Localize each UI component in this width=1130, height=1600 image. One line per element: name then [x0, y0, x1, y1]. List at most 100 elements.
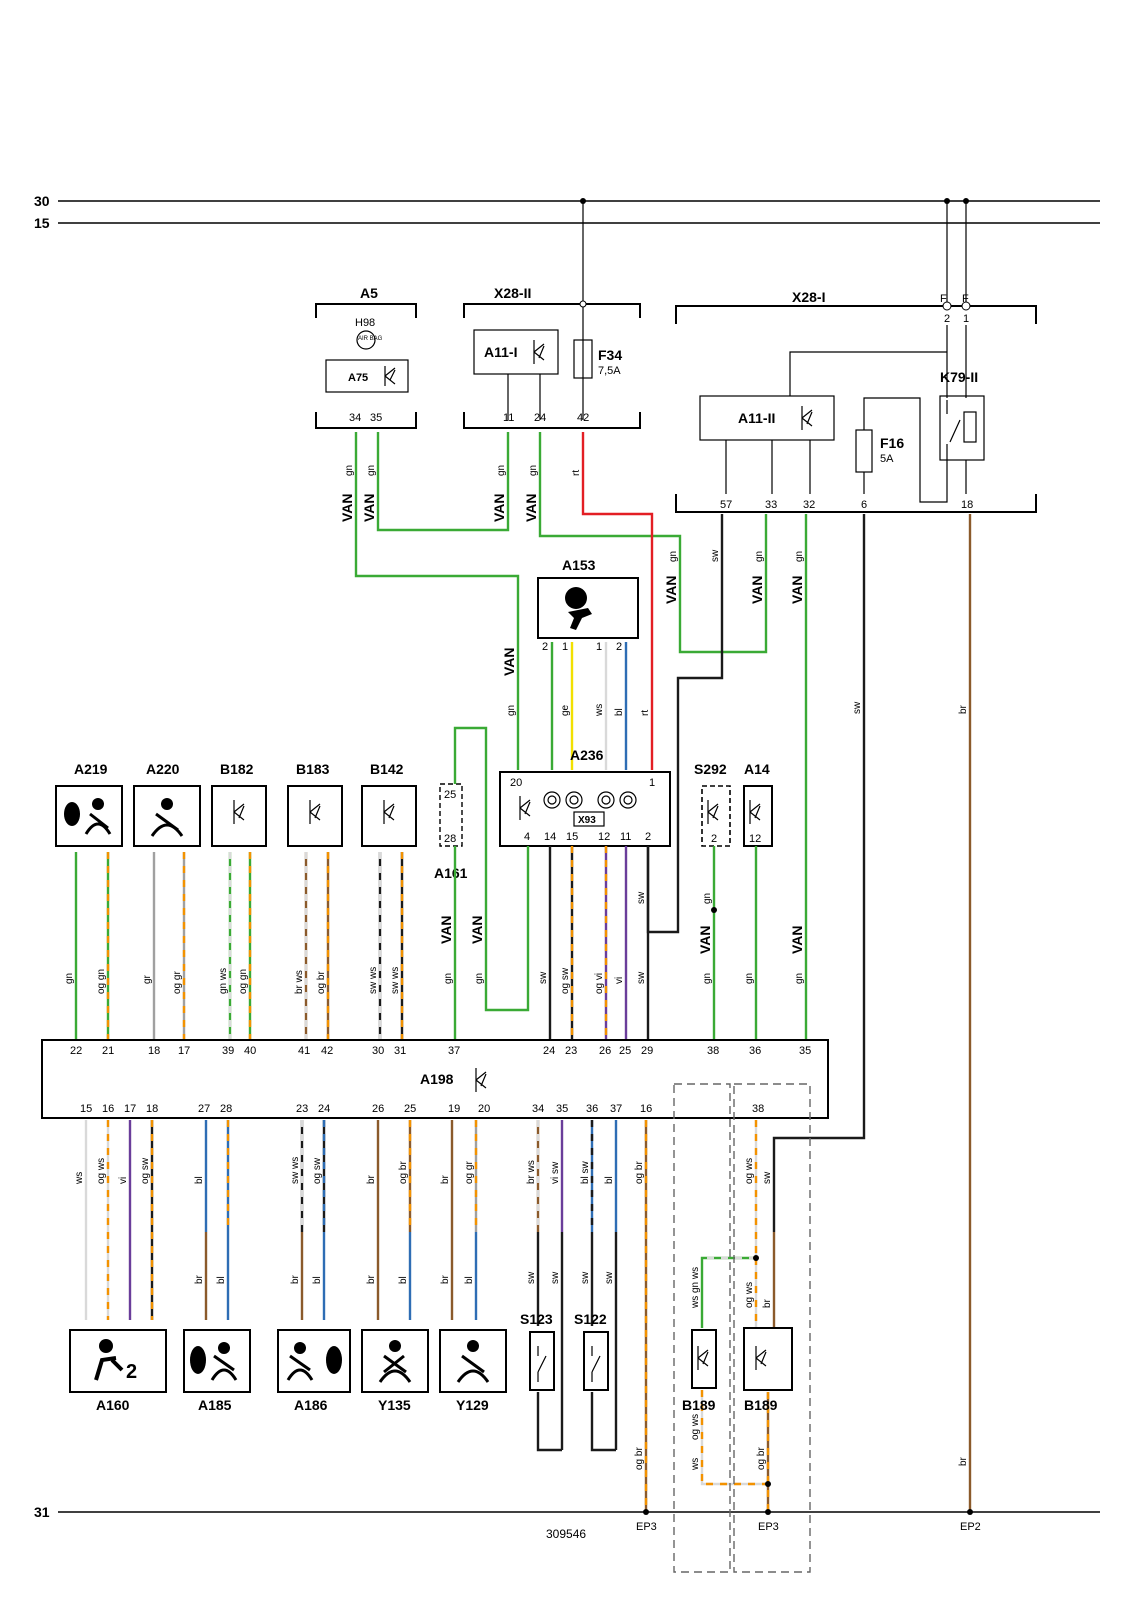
svg-text:26: 26	[599, 1045, 611, 1057]
a236-pin-4: 4	[524, 831, 530, 843]
svg-text:17: 17	[178, 1045, 190, 1057]
a153-label: A153	[562, 557, 596, 573]
svg-text:38: 38	[707, 1045, 719, 1057]
seatbelt-airbag-icon	[64, 798, 112, 835]
a153-pin-2b: 2	[616, 641, 622, 653]
svg-text:30: 30	[372, 1045, 384, 1057]
x28-i-pin-33: 33	[765, 499, 777, 511]
svg-text:sw: sw	[710, 549, 721, 562]
svg-text:18: 18	[148, 1045, 160, 1057]
svg-text:38: 38	[752, 1103, 764, 1115]
k79-ii-label: K79-II	[940, 369, 978, 385]
h98-label: H98	[355, 317, 375, 329]
b182-label: B182	[220, 761, 254, 777]
svg-text:VAN: VAN	[789, 925, 805, 954]
svg-text:gn ws: gn ws	[218, 968, 229, 994]
svg-text:og sw: og sw	[312, 1157, 323, 1184]
s292-pin-2: 2	[711, 833, 717, 845]
svg-text:br: br	[762, 1298, 773, 1308]
svg-text:21: 21	[102, 1045, 114, 1057]
a153-pin-1a: 1	[562, 641, 568, 653]
b189-a-label: B189	[682, 1397, 716, 1413]
a220-label: A220	[146, 761, 180, 777]
a153-pin-2a: 2	[542, 641, 548, 653]
svg-text:rt: rt	[640, 710, 651, 716]
f16-rating: 5A	[880, 453, 894, 465]
svg-text:gn: gn	[702, 893, 713, 904]
svg-text:31: 31	[394, 1045, 406, 1057]
x28-i-f-a: F	[940, 293, 947, 305]
belt-tensioner-2-icon	[456, 1340, 490, 1383]
ground-ep3-a: EP3	[636, 1521, 657, 1533]
lower-components: 2 A160 A185 A186 Y135 Y129 S123	[69, 1083, 811, 1573]
svg-text:sw: sw	[852, 701, 863, 714]
svg-text:gn: gn	[668, 551, 679, 562]
x28-ii-label: X28-II	[494, 285, 531, 301]
svg-text:37: 37	[448, 1045, 460, 1057]
rail-30-label: 30	[34, 193, 50, 209]
svg-text:VAN: VAN	[523, 493, 539, 522]
svg-text:27: 27	[198, 1103, 210, 1115]
component-a161: 25 28 A161	[434, 726, 530, 1040]
svg-text:VAN: VAN	[361, 493, 377, 522]
svg-text:vi: vi	[118, 1177, 129, 1184]
svg-text:40: 40	[244, 1045, 256, 1057]
svg-text:29: 29	[641, 1045, 653, 1057]
f16-label: F16	[880, 435, 904, 451]
ground-points: EP3 EP3 EP2 309546	[546, 1509, 981, 1541]
svg-text:og ws: og ws	[690, 1414, 701, 1440]
f34-label: F34	[598, 347, 622, 363]
svg-text:sw: sw	[762, 1171, 773, 1184]
x28-i-label: X28-I	[792, 289, 825, 305]
svg-text:og br: og br	[756, 1447, 767, 1470]
svg-text:og ws: og ws	[744, 1158, 755, 1184]
x28-i-pin-1: 1	[963, 313, 969, 325]
svg-text:35: 35	[556, 1103, 568, 1115]
svg-text:br: br	[290, 1274, 301, 1284]
a11-ii-label: A11-II	[738, 410, 775, 426]
a160-label: A160	[96, 1397, 130, 1413]
svg-text:23: 23	[296, 1103, 308, 1115]
mid-wiring	[74, 846, 758, 1040]
airbag-icon	[565, 587, 592, 630]
svg-text:VAN: VAN	[491, 493, 507, 522]
svg-text:bl: bl	[194, 1176, 205, 1184]
svg-text:23: 23	[565, 1045, 577, 1057]
sensor-b182-icon	[233, 800, 245, 824]
svg-text:VAN: VAN	[438, 915, 454, 944]
svg-text:gn: gn	[344, 465, 355, 476]
switch-s122-icon	[591, 1346, 601, 1382]
sensor-b183-icon	[309, 800, 321, 824]
a236-pin-12: 12	[598, 831, 610, 843]
sensor-a14-icon	[749, 800, 761, 824]
svg-text:og gr: og gr	[172, 971, 183, 994]
a186-label: A186	[294, 1397, 328, 1413]
s123-label: S123	[520, 1311, 553, 1327]
svg-text:34: 34	[532, 1103, 544, 1115]
svg-text:36: 36	[586, 1103, 598, 1115]
svg-text:vi sw: vi sw	[550, 1161, 561, 1184]
svg-text:vi: vi	[614, 977, 625, 984]
side-airbag-icon	[190, 1342, 238, 1381]
power-rails: 30 15 31	[34, 193, 1100, 1520]
a153-pin-1b: 1	[596, 641, 602, 653]
svg-text:br ws: br ws	[294, 970, 305, 994]
svg-text:16: 16	[102, 1103, 114, 1115]
svg-text:24: 24	[318, 1103, 330, 1115]
svg-text:36: 36	[749, 1045, 761, 1057]
sensor-b189-b-icon	[755, 1346, 767, 1370]
svg-text:og gn: og gn	[238, 969, 249, 994]
a14-label: A14	[744, 761, 770, 777]
rail-15-label: 15	[34, 215, 50, 231]
svg-text:gn: gn	[744, 973, 755, 984]
svg-text:bl: bl	[398, 1276, 409, 1284]
svg-text:og sw: og sw	[560, 967, 571, 994]
svg-text:bl: bl	[604, 1176, 615, 1184]
svg-text:og ws: og ws	[744, 1282, 755, 1308]
a236-pin-15: 15	[566, 831, 578, 843]
sensor-b142-icon	[383, 800, 395, 824]
svg-text:og sw: og sw	[140, 1157, 151, 1184]
svg-text:VAN: VAN	[789, 575, 805, 604]
y135-label: Y135	[378, 1397, 411, 1413]
